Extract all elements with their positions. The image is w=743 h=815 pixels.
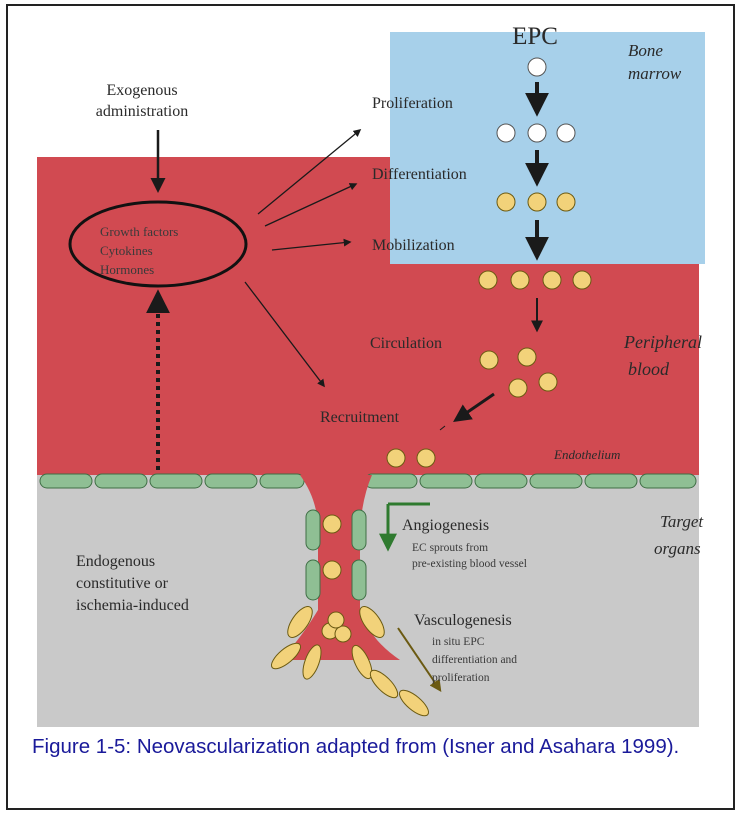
factor-hormones: Hormones bbox=[100, 262, 154, 277]
blood-label-2: blood bbox=[628, 359, 670, 379]
angiogenesis-label: Angiogenesis bbox=[402, 517, 489, 534]
factor-growth: Growth factors bbox=[100, 224, 178, 239]
blood-label-1: Peripheral bbox=[623, 332, 702, 352]
angiogenesis-desc-2: pre-existing blood vessel bbox=[412, 558, 527, 570]
figure-caption: Figure 1-5: Neovascularization adapted f… bbox=[32, 733, 712, 761]
vasculogenesis-desc-2: differentiation and bbox=[432, 654, 517, 666]
step-proliferation: Proliferation bbox=[372, 95, 453, 112]
endogenous-label-3: ischemia-induced bbox=[76, 597, 189, 614]
target-label-2: organs bbox=[654, 539, 701, 558]
vasculogenesis-label: Vasculogenesis bbox=[414, 612, 512, 629]
vasculogenesis-desc-3: proliferation bbox=[432, 672, 490, 684]
exogenous-label-1: Exogenous bbox=[106, 82, 177, 99]
angiogenesis-desc-1: EC sprouts from bbox=[412, 542, 488, 554]
bone-label-1: Bone bbox=[628, 41, 663, 60]
step-recruitment: Recruitment bbox=[320, 409, 400, 426]
factor-cytokines: Cytokines bbox=[100, 243, 153, 258]
step-differentiation: Differentiation bbox=[372, 166, 467, 183]
target-label-1: Target bbox=[660, 512, 704, 531]
epc-title: EPC bbox=[512, 23, 558, 50]
endothelium-label: Endothelium bbox=[553, 447, 620, 462]
endogenous-label-1: Endogenous bbox=[76, 553, 155, 570]
exogenous-label-2: administration bbox=[96, 103, 188, 120]
endogenous-label-2: constitutive or bbox=[76, 575, 169, 592]
step-mobilization: Mobilization bbox=[372, 237, 455, 254]
step-circulation: Circulation bbox=[370, 335, 442, 352]
bone-label-2: marrow bbox=[628, 64, 682, 83]
vasculogenesis-desc-1: in situ EPC bbox=[432, 636, 485, 648]
